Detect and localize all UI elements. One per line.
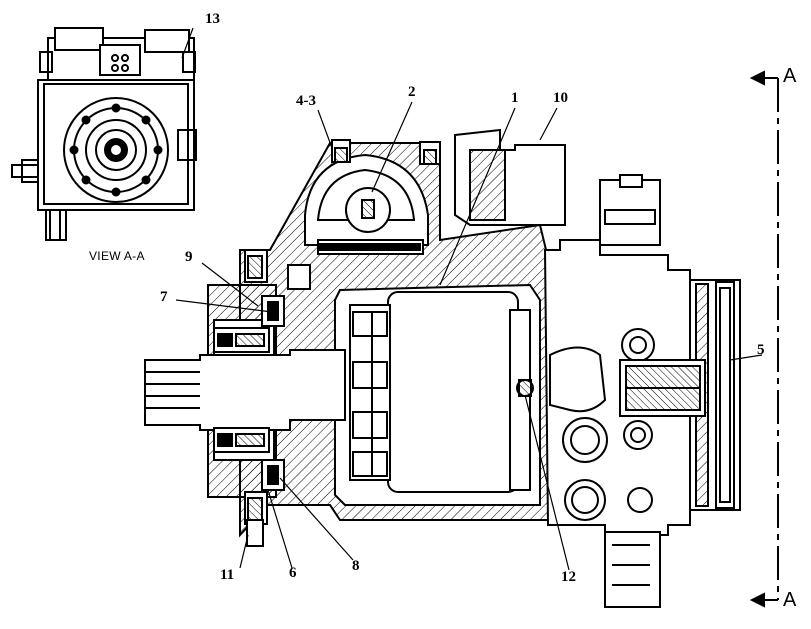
callout-12: 12 — [561, 569, 576, 585]
section-line-a-a — [749, 70, 779, 608]
callout-6: 6 — [289, 565, 297, 581]
callout-4-3: 4-3 — [296, 93, 316, 109]
section-letter-bottom: A — [783, 589, 797, 611]
callout-9: 9 — [185, 249, 193, 265]
callout-8: 8 — [352, 558, 360, 574]
section-letter-top: A — [783, 65, 797, 87]
callout-10: 10 — [553, 90, 568, 106]
callout-11: 11 — [220, 567, 235, 583]
main-pump-section — [144, 128, 741, 608]
leader-lines — [175, 27, 763, 571]
inset-caption: VIEW A-A — [89, 249, 145, 263]
callout-7: 7 — [160, 289, 168, 305]
callout-5: 5 — [757, 342, 765, 358]
callout-13: 13 — [205, 11, 220, 27]
inset-view-a-a — [11, 27, 197, 241]
callout-1: 1 — [511, 90, 519, 106]
callout-2: 2 — [408, 84, 416, 100]
